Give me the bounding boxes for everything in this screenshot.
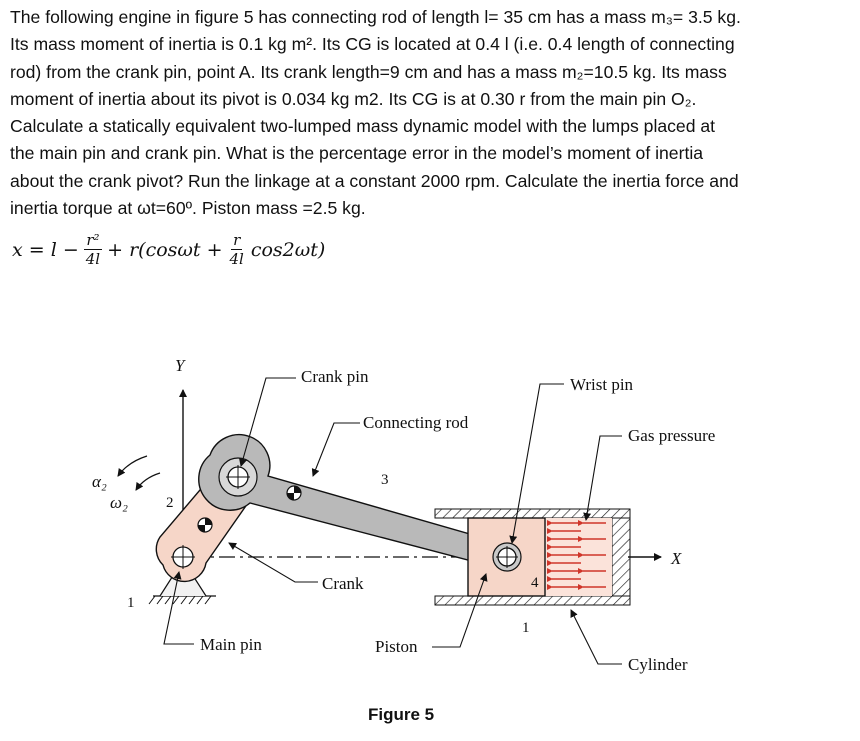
omega-label: ω₂ xyxy=(110,493,128,512)
gas-pressure-label: Gas pressure xyxy=(628,426,715,445)
main-pin xyxy=(171,545,195,569)
crank-leader xyxy=(228,542,318,583)
crank-pin-label: Crank pin xyxy=(301,367,369,386)
link-label-2: 2 xyxy=(166,495,174,511)
figure-caption: Figure 5 xyxy=(368,705,434,724)
piston-position-formula: x = l − r² 4l + r(cosωt + r 4l cos2ωt) xyxy=(10,232,327,267)
problem-line: moment of inertia about its pivot is 0.0… xyxy=(10,88,697,109)
problem-line: the main pin and crank pin. What is the … xyxy=(10,143,704,164)
rod-cg-symbol xyxy=(286,485,302,501)
fraction-2-denominator: 4l xyxy=(229,250,244,268)
wrist-pin xyxy=(492,542,522,572)
crank-pin-leader xyxy=(239,377,296,467)
formula-lhs: x = l − xyxy=(12,238,79,261)
problem-statement: The following engine in figure 5 has con… xyxy=(10,4,852,222)
piston-leader xyxy=(432,573,488,648)
connecting-rod-label: Connecting rod xyxy=(363,413,469,432)
fraction-1-numerator: r² xyxy=(84,231,102,250)
link-label-4: 4 xyxy=(531,575,539,591)
ground-hatch-left xyxy=(148,595,212,605)
cylinder-bottom-wall xyxy=(434,595,631,606)
ground-label-right: 1 xyxy=(522,620,530,636)
crank-cg-symbol xyxy=(197,517,213,533)
link-label-3: 3 xyxy=(381,472,389,488)
ground-label-left: 1 xyxy=(127,595,135,611)
cylinder-head xyxy=(611,517,631,597)
crank-label: Crank xyxy=(322,574,364,593)
problem-line: rod) from the crank pin, point A. Its cr… xyxy=(10,61,727,82)
x-axis-label: X xyxy=(670,549,682,568)
gas-pressure-arrows xyxy=(547,520,606,590)
cylinder-label: Cylinder xyxy=(628,655,688,674)
problem-line: Calculate a statically equivalent two-lu… xyxy=(10,116,716,137)
crank-pin xyxy=(226,465,250,489)
problem-line: inertia torque at ωt=60º. Piston mass =2… xyxy=(10,198,366,219)
formula-tail: cos2ωt) xyxy=(250,238,326,261)
problem-line: about the crank pivot? Run the linkage a… xyxy=(10,170,739,191)
gas-pressure-leader xyxy=(583,435,622,521)
problem-line: Its mass moment of inertia is 0.1 kg m².… xyxy=(10,34,735,55)
cylinder-top-wall xyxy=(434,508,631,519)
formula-middle: + r(cosωt + xyxy=(107,238,223,261)
main-pin-label: Main pin xyxy=(200,635,262,654)
alpha-arc-icon xyxy=(117,455,148,477)
cylinder-chamber xyxy=(545,518,612,596)
formula-fraction-2: r 4l xyxy=(227,232,245,267)
omega-arc-icon xyxy=(135,472,161,491)
alpha-label: α₂ xyxy=(92,472,107,491)
connecting-rod-leader xyxy=(311,422,360,477)
formula-fraction-1: r² 4l xyxy=(84,232,102,267)
y-axis-label: Y xyxy=(175,356,186,375)
wrist-pin-label: Wrist pin xyxy=(570,375,634,394)
wrist-pin-leader xyxy=(509,383,564,544)
problem-line: The following engine in figure 5 has con… xyxy=(10,7,741,27)
cylinder-leader xyxy=(570,609,622,665)
fraction-1-denominator: 4l xyxy=(85,250,101,268)
connecting-rod xyxy=(198,433,509,571)
piston-label: Piston xyxy=(375,637,418,656)
main-pin-leader xyxy=(163,571,194,645)
fraction-2-numerator: r xyxy=(231,231,243,250)
